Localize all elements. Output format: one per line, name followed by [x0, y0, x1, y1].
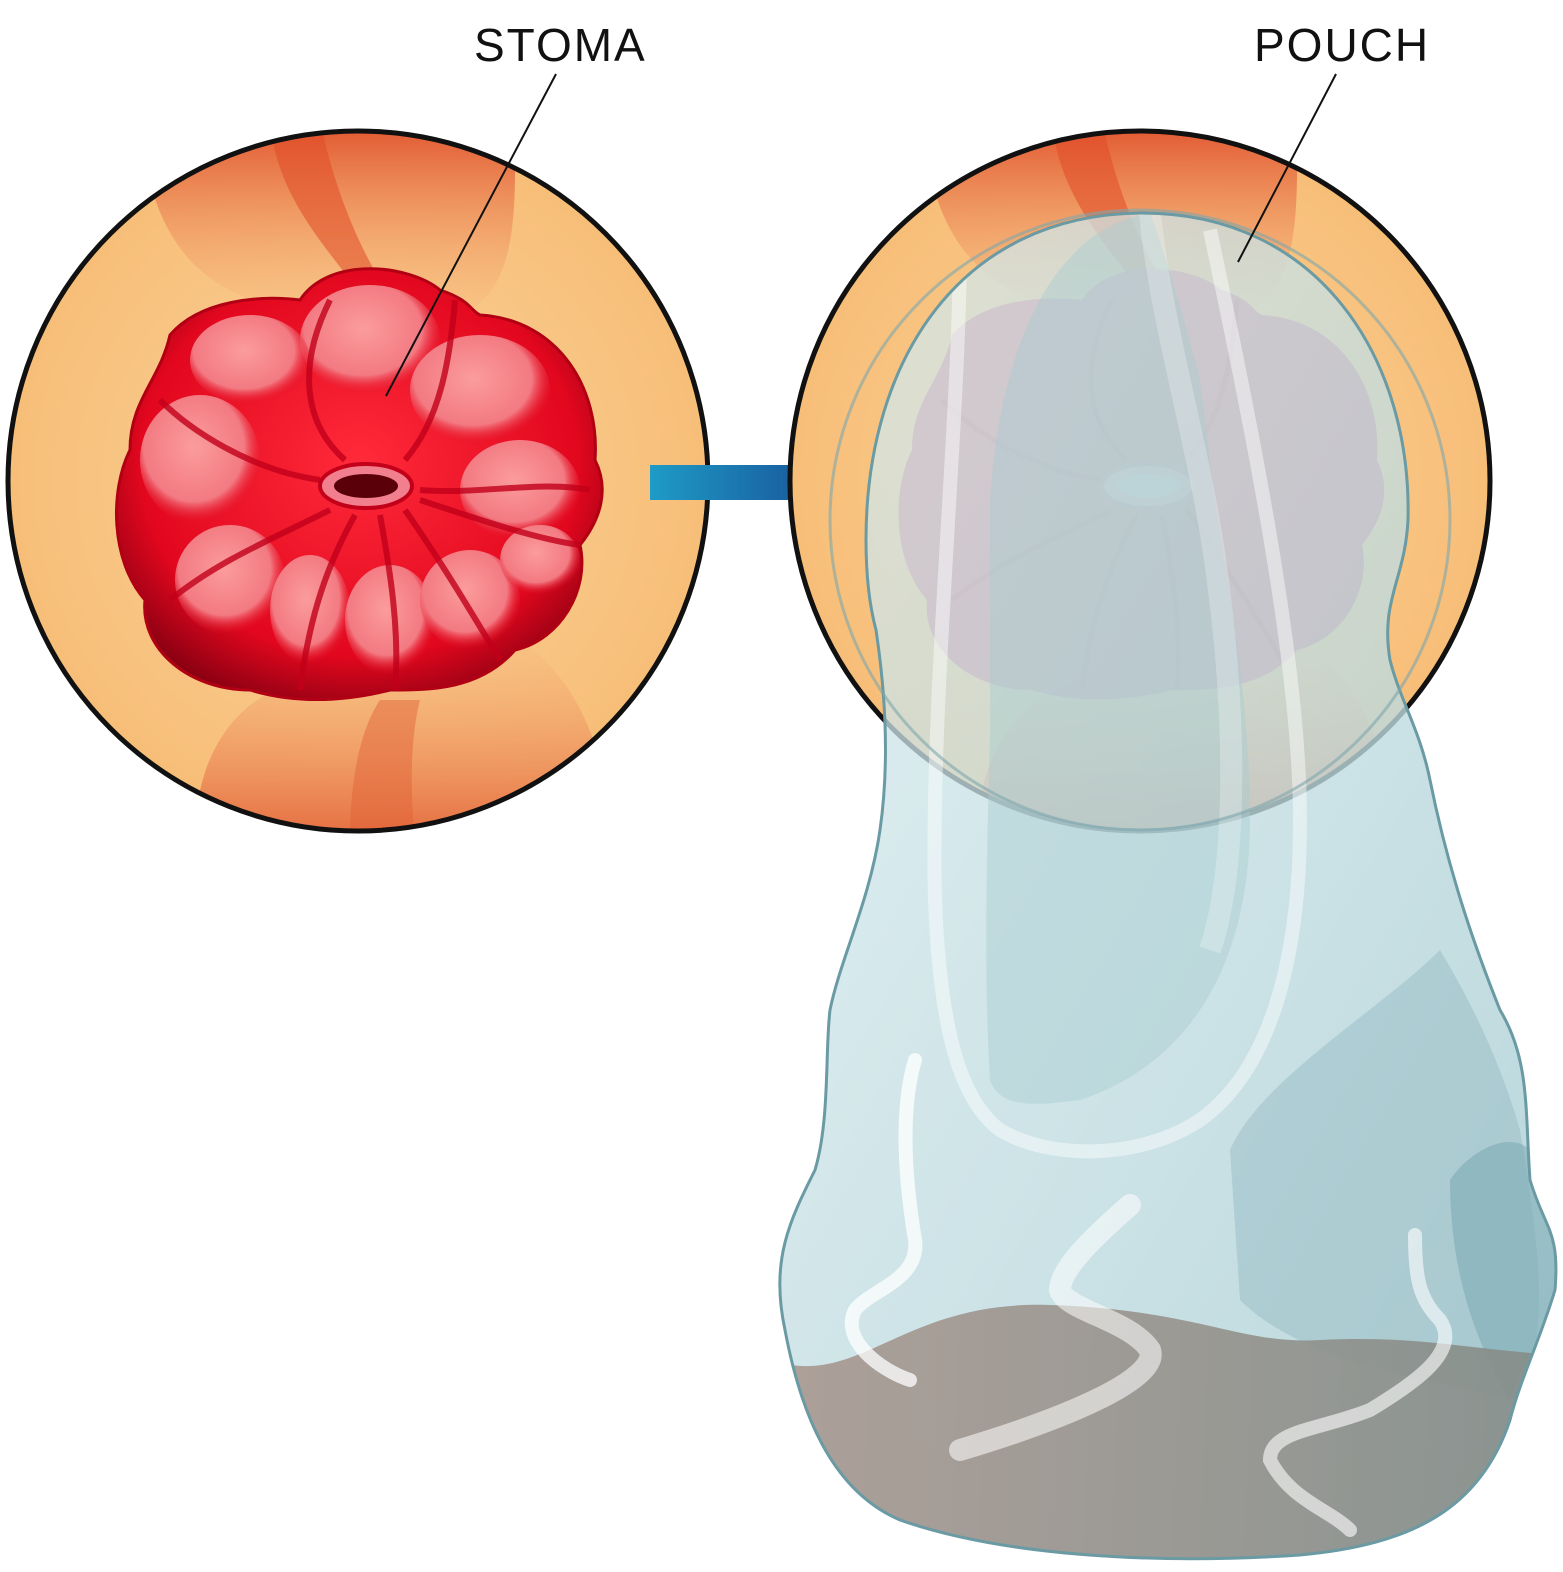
pouch-label: POUCH — [1254, 19, 1431, 71]
leader-lines — [385, 73, 1337, 397]
pouch — [778, 208, 1558, 1561]
stoma-circle — [5, 128, 711, 834]
stoma-leader-line — [385, 73, 557, 397]
stoma-tissue — [115, 267, 604, 701]
stoma-label: STOMA — [474, 19, 647, 71]
pouch-leader-line — [1237, 73, 1337, 263]
